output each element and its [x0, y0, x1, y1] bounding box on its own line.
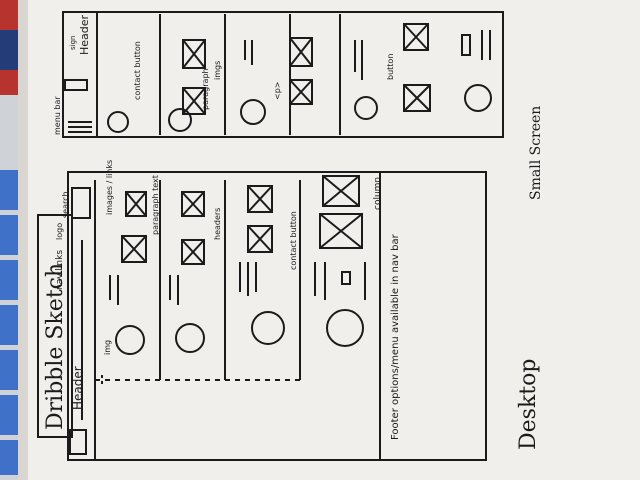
key	[0, 395, 22, 435]
small-logo-box	[64, 79, 88, 91]
desktop-img-box	[121, 235, 147, 263]
x-line	[289, 79, 313, 105]
small-img-circle	[107, 111, 129, 133]
small-img-box	[289, 37, 313, 67]
nav-links-label: nav links	[55, 250, 65, 290]
title-group: Dribble Sketch	[37, 214, 73, 438]
x-line	[289, 37, 313, 67]
key	[0, 440, 22, 475]
small-button-label: button	[386, 54, 395, 80]
desktop-label: Desktop	[516, 359, 541, 450]
x-line	[403, 23, 429, 51]
logo-label: logo	[55, 223, 64, 240]
title-box	[37, 214, 73, 438]
small-img-box	[403, 84, 431, 112]
x-line	[247, 225, 273, 253]
small-img-circle	[240, 99, 266, 125]
x-line	[322, 175, 360, 207]
desktop-labels: Header nav links search logo images / li…	[55, 160, 401, 440]
headers-label: headers	[213, 208, 222, 240]
desktop-img-box	[247, 225, 273, 253]
desktop-frame	[67, 171, 487, 461]
footer-label: Footer options/menu available in nav bar	[390, 233, 401, 440]
small-screen-wireframe	[62, 11, 504, 138]
keyboard	[0, 170, 22, 475]
small-imgs-label: imgs	[213, 61, 222, 80]
sign-label: sign	[69, 36, 77, 50]
small-frame	[62, 11, 504, 138]
x-line	[319, 213, 363, 249]
x-line	[181, 239, 205, 265]
small-img-circle	[354, 96, 378, 120]
desktop-search-box	[71, 187, 91, 219]
small-contact-label: contact button	[133, 41, 142, 100]
desktop-img-box	[181, 191, 205, 217]
paragraph-text-label: paragraph text	[151, 175, 160, 235]
desktop-img-box	[319, 213, 363, 249]
images-links-label: images / links	[105, 160, 114, 215]
desktop-logo-box	[69, 429, 87, 455]
x-line	[182, 39, 206, 69]
desktop-img-circle	[175, 323, 205, 353]
desktop-wireframe	[67, 171, 487, 461]
x-line	[403, 84, 431, 112]
small-paragraph-label: paragraph	[201, 68, 210, 110]
desktop-img-box	[125, 191, 147, 217]
desktop-img-circle	[326, 309, 364, 347]
small-img-circle	[168, 108, 192, 132]
small-header-label: Header	[78, 14, 91, 55]
small-img-box	[182, 39, 206, 69]
desktop-img-circle	[251, 311, 285, 345]
small-img-box	[403, 23, 429, 51]
column-label: column	[373, 177, 383, 210]
key	[0, 170, 22, 210]
desktop-contact-button	[341, 271, 351, 285]
x-line	[247, 185, 273, 213]
small-img-box	[289, 79, 313, 105]
small-p-label: <p>	[273, 82, 282, 100]
x-line	[181, 191, 205, 217]
desktop-img-box	[322, 175, 360, 207]
x-line	[182, 87, 206, 115]
small-screen-labels: Header menu bar contact button paragraph…	[53, 14, 395, 135]
key	[0, 305, 22, 345]
small-img-box	[182, 87, 206, 115]
key	[0, 215, 22, 255]
desktop-img-box	[247, 185, 273, 213]
x-line	[125, 191, 147, 217]
key	[0, 350, 22, 390]
x-line	[121, 235, 147, 263]
contact-button-label: contact button	[289, 211, 298, 270]
sketch-title: Dribble Sketch	[43, 263, 68, 430]
menu-bar-label: menu bar	[53, 96, 62, 135]
img-label: img	[103, 340, 112, 355]
key	[0, 260, 22, 300]
desktop-header-label: Header	[71, 366, 85, 410]
small-img-circle	[464, 84, 492, 112]
notebook-spine	[18, 0, 28, 480]
search-label: search	[61, 191, 70, 218]
small-screen-label: Small Screen	[528, 106, 544, 200]
small-button	[461, 34, 471, 56]
desktop-img-circle	[115, 325, 145, 355]
desktop-img-box	[181, 239, 205, 265]
